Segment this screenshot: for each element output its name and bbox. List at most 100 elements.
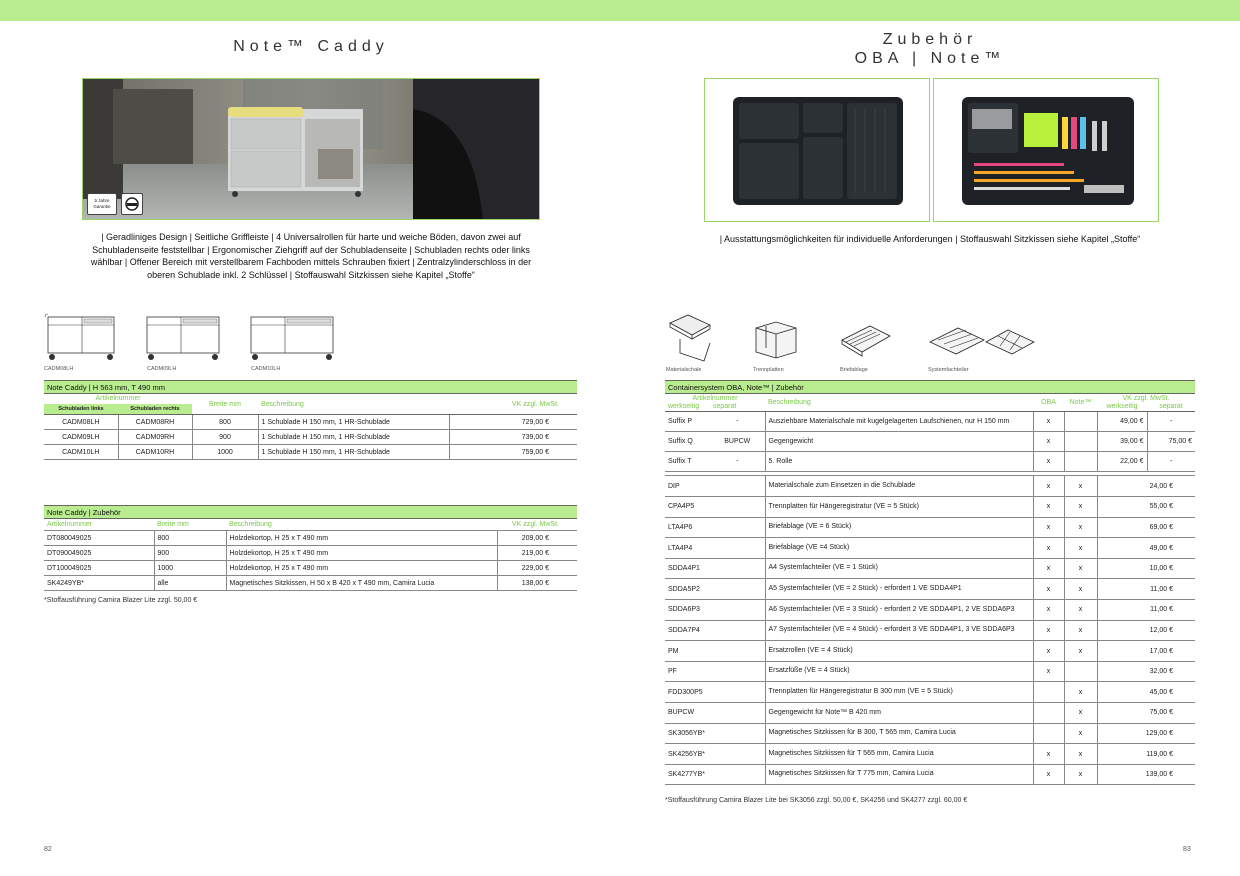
- caddy-price-table: Note Caddy | H 563 mm, T 490 mm Artikeln…: [44, 380, 577, 460]
- title-line-1: Zubehör: [882, 31, 978, 48]
- cell-article: SDDA4P1: [665, 558, 766, 580]
- cell-article: LTA4P6: [665, 517, 766, 539]
- cell-note: x: [1064, 558, 1098, 580]
- cell-oba: x: [1033, 451, 1065, 472]
- top-color-bar: [0, 0, 1240, 21]
- cell-price: 75,00 €: [1097, 702, 1195, 724]
- warranty-label: Garantie: [93, 204, 111, 209]
- cell-article-right: CADM09RH: [118, 429, 193, 445]
- cell-width: alle: [154, 575, 227, 591]
- table-row: DT090049025 900 Holzdekortop, H 25 x T 4…: [44, 545, 577, 561]
- cell-price: 69,00 €: [1097, 517, 1195, 539]
- variant-drawing-2: [143, 313, 223, 361]
- product-photo: 5 Jahre Garantie: [82, 78, 540, 220]
- cell-price: 139,00 €: [1097, 764, 1195, 786]
- trennplatten-icon: [752, 318, 800, 360]
- cell-oba: x: [1033, 411, 1065, 432]
- cell-price-werkseitig: 49,00 €: [1097, 411, 1148, 432]
- cell-article: SDDA7P4: [665, 620, 766, 642]
- cell-oba: x: [1033, 431, 1065, 452]
- cell-article: SK3056YB*: [665, 723, 766, 745]
- cell-description: Holzdekortop, H 25 x T 490 mm: [226, 560, 498, 576]
- cell-width: 1000: [192, 444, 259, 460]
- cell-price: 729,00 €: [449, 414, 577, 430]
- cell-article: LTA4P4: [665, 537, 766, 559]
- icon-label-briefablage: Briefablage: [840, 367, 868, 373]
- table-row: Suffix Q BUPCW Gegengewicht x 39,00 € 75…: [665, 431, 1195, 452]
- cell-description: Magnetisches Sitzkissen für T 775 mm, Ca…: [765, 764, 1034, 786]
- cell-article: SK4256YB*: [665, 743, 766, 765]
- cell-price: 12,00 €: [1097, 620, 1195, 642]
- page-title-left: Note™ Caddy: [233, 38, 389, 55]
- cell-oba: [1033, 681, 1065, 704]
- tray-photo-filled: [933, 78, 1159, 222]
- cell-price: 229,00 €: [497, 560, 577, 576]
- cell-separat: -: [710, 411, 766, 432]
- variant-label-1: CADM08LH: [44, 366, 74, 372]
- cell-description: Holzdekortop, H 25 x T 490 mm: [226, 545, 498, 561]
- title-line-2: OBA | Note™: [854, 50, 1006, 67]
- table-row: SK4277YB*Magnetisches Sitzkissen für T 7…: [665, 764, 1195, 786]
- cell-description: A4 Systemfachteiler (VE = 1 Stück): [765, 558, 1034, 580]
- cell-description: Magnetisches Sitzkissen für T 565 mm, Ca…: [765, 743, 1034, 765]
- cell-article: SDDA6P3: [665, 599, 766, 621]
- cell-width: 900: [154, 545, 227, 561]
- cell-price: 49,00 €: [1097, 537, 1195, 559]
- cell-description: 1 Schublade H 150 mm, 1 HR-Schublade: [258, 429, 451, 445]
- materialschale-icon: [666, 313, 714, 363]
- cell-price: 759,00 €: [449, 444, 577, 460]
- col-separat: separat: [710, 402, 765, 412]
- cell-note: [1064, 451, 1098, 472]
- col-drawer-left: Schubladen links: [44, 403, 118, 415]
- col-article: Artikelnummer: [47, 521, 93, 528]
- cell-price: 11,00 €: [1097, 578, 1195, 601]
- col-width: Breite mm: [157, 521, 189, 528]
- col-description: Beschreibung: [229, 521, 272, 528]
- cell-price: 10,00 €: [1097, 558, 1195, 580]
- cell-description: Ersatzrollen (VE = 4 Stück): [765, 640, 1034, 662]
- cell-price: 17,00 €: [1097, 640, 1195, 662]
- col-note: Note™: [1064, 393, 1097, 412]
- table-row: Suffix T - 5. Rolle x 22,00 € -: [665, 451, 1195, 472]
- cell-article: FDD300P5: [665, 681, 766, 704]
- cell-note: x: [1064, 681, 1098, 704]
- cell-article-right: CADM10RH: [118, 444, 193, 460]
- cell-description: A7 Systemfachteiler (VE = 4 Stück) - erf…: [765, 620, 1034, 642]
- cell-description: Trennplatten für Hängeregistratur B 300 …: [765, 681, 1034, 704]
- cell-oba: x: [1033, 517, 1065, 539]
- footnote-left: *Stoffausführung Camira Blazer Lite zzgl…: [44, 597, 198, 604]
- col-price-werkseitig: werkseitig: [1097, 402, 1147, 412]
- table-heading: Containersystem OBA, Note™ | Zubehör: [668, 382, 804, 392]
- cell-note: x: [1064, 764, 1098, 786]
- cell-article: SK4249YB*: [44, 575, 155, 591]
- cell-description: Briefablage (VE = 6 Stück): [765, 517, 1034, 539]
- cell-article: SK4277YB*: [665, 764, 766, 786]
- table-row: CADM08LH CADM08RH 800 1 Schublade H 150 …: [44, 414, 577, 430]
- col-description: Beschreibung: [765, 393, 1033, 412]
- cell-article: SDDA5P2: [665, 578, 766, 601]
- table-row: Suffix P - Ausziehbare Materialschale mi…: [665, 411, 1195, 432]
- certification-icon: [121, 193, 143, 215]
- col-width: Breite mm: [192, 393, 258, 415]
- cell-description: Gegengewicht: [765, 431, 1034, 452]
- cell-note: x: [1064, 743, 1098, 765]
- cell-werkseitig: Suffix P: [665, 411, 710, 432]
- cell-article-right: CADM08RH: [118, 414, 193, 430]
- col-werkseitig: werkseitig: [665, 402, 710, 412]
- cell-werkseitig: Suffix Q: [665, 431, 710, 452]
- cell-note: [1064, 431, 1098, 452]
- cell-description: Gegengewicht für Note™ B 420 mm: [765, 702, 1034, 724]
- col-price: VK zzgl. MwSt.: [511, 521, 559, 528]
- cell-price: 55,00 €: [1097, 496, 1195, 518]
- cell-article: DT100049025: [44, 560, 155, 576]
- cell-article: DT080049025: [44, 530, 155, 546]
- cell-price: 24,00 €: [1097, 476, 1195, 498]
- systemfachteiler-icon: [928, 322, 1036, 362]
- cell-oba: x: [1033, 661, 1065, 683]
- icon-label-systemfachteiler: Systemfachteiler: [928, 367, 969, 373]
- cell-price: 119,00 €: [1097, 743, 1195, 765]
- cell-note: x: [1064, 723, 1098, 745]
